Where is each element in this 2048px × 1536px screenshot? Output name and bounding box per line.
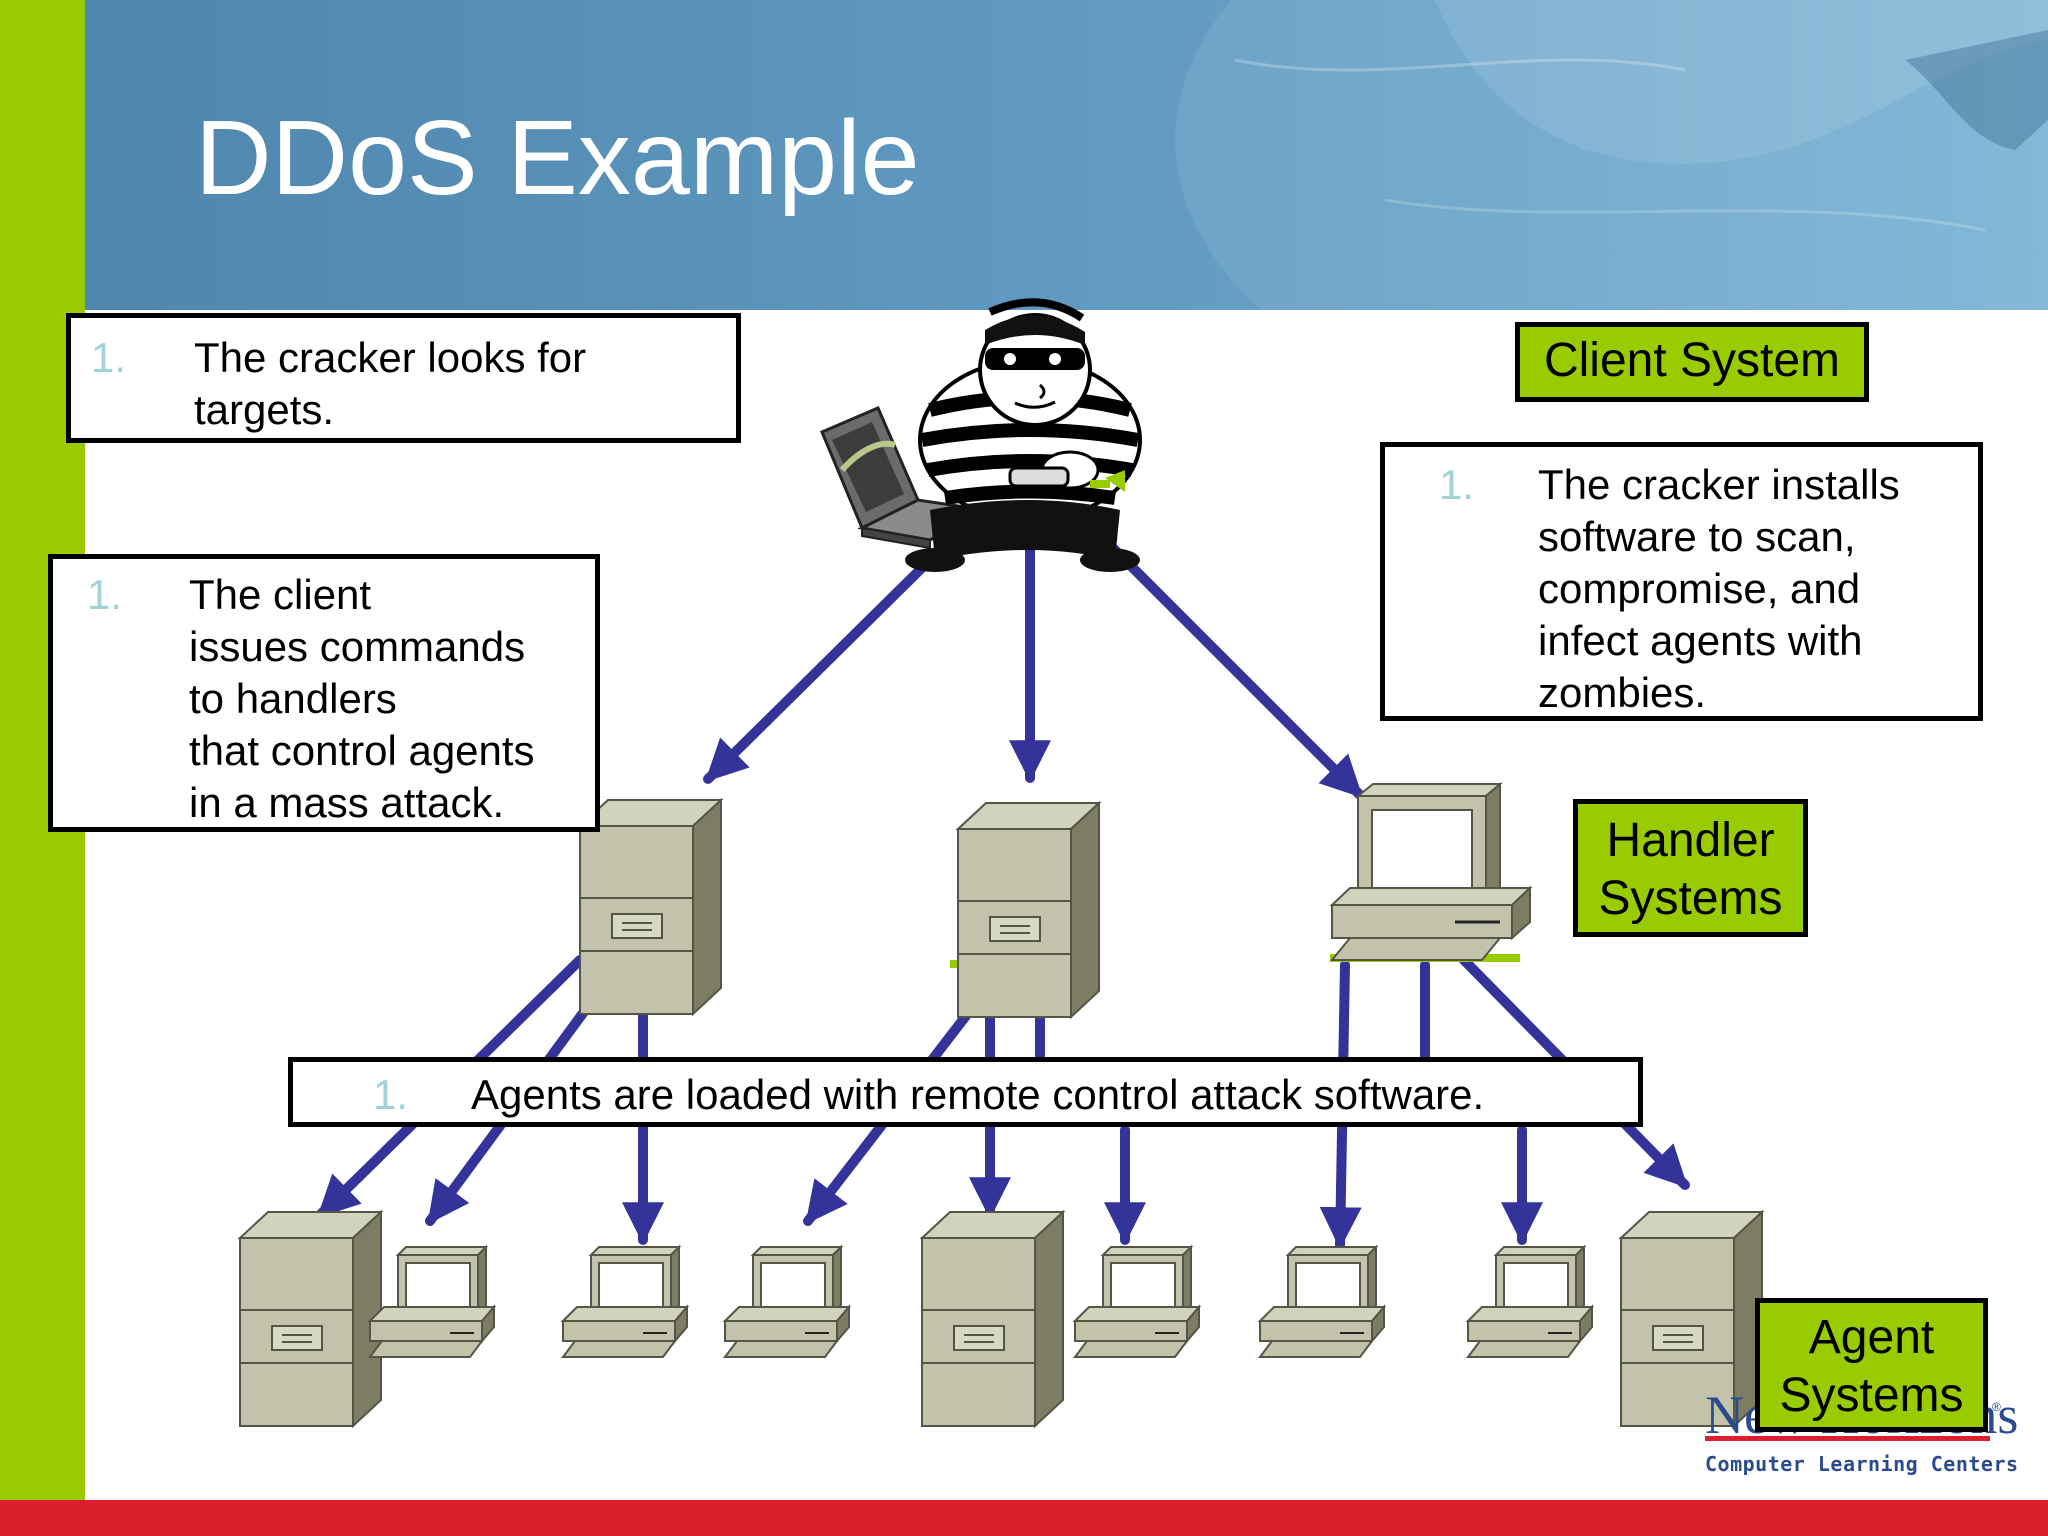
callout-line: infect agents with — [1538, 617, 1863, 664]
label-text: Agent — [1808, 1311, 1935, 1364]
label-text: Systems — [1598, 872, 1783, 925]
label-text: Systems — [1779, 1369, 1964, 1422]
label-agent-systems: Agent Systems — [1755, 1298, 1988, 1432]
agent-server-1 — [239, 1211, 382, 1427]
callout-line: software to scan, — [1538, 513, 1856, 560]
agent-pc-3 — [724, 1246, 850, 1358]
slide-title: DDoS Example — [195, 99, 920, 217]
callout-line: zombies. — [1538, 669, 1707, 716]
callout-line: targets. — [194, 386, 335, 433]
callout-line: to handlers — [189, 675, 397, 722]
handler-server-2 — [957, 802, 1100, 1018]
agent-pc-5 — [1259, 1246, 1385, 1358]
callout-line: issues commands — [189, 623, 526, 670]
agent-pc-2 — [562, 1246, 688, 1358]
callout-client-commands: 1. The client issues commands to handler… — [48, 554, 600, 832]
label-client-system: Client System — [1515, 322, 1869, 402]
list-number: 1. — [91, 334, 127, 381]
agent-pc-1 — [369, 1246, 495, 1358]
handler-server-1 — [579, 799, 722, 1015]
handler-workstation — [1329, 781, 1533, 961]
logo-registered-mark: ® — [1992, 1400, 2001, 1414]
callout-cracker-targets: 1. The cracker looks for targets. — [66, 313, 741, 443]
callout-line: The cracker installs — [1538, 461, 1900, 508]
callout-line: The cracker looks for — [194, 334, 587, 381]
callout-line: in a mass attack. — [189, 779, 505, 826]
list-number: 1. — [1439, 461, 1475, 508]
agent-server-2 — [921, 1211, 1064, 1427]
arrows-to-handlers — [703, 525, 1365, 800]
cracker-illustration — [820, 298, 1142, 572]
label-handler-systems: Handler Systems — [1573, 799, 1808, 937]
callout-cracker-installs: 1. The cracker installs software to scan… — [1380, 442, 1983, 721]
agent-pc-6 — [1467, 1246, 1593, 1358]
bottom-accent-bar — [0, 1500, 2048, 1536]
logo-tagline: Computer Learning Centers — [1705, 1452, 2019, 1476]
label-text: Client System — [1543, 334, 1841, 387]
callout-line: that control agents — [189, 727, 535, 774]
header-banner — [85, 0, 2048, 310]
callout-line: The client — [189, 571, 372, 618]
logo-underline — [1705, 1436, 1990, 1441]
list-number: 1. — [373, 1071, 409, 1118]
callout-line: compromise, and — [1538, 565, 1861, 612]
callout-agents-loaded: 1. Agents are loaded with remote control… — [288, 1057, 1643, 1127]
agent-pc-4 — [1074, 1246, 1200, 1358]
header-globe-pattern — [1175, 0, 2048, 310]
list-number: 1. — [87, 571, 123, 618]
callout-line: Agents are loaded with remote control at… — [471, 1071, 1485, 1118]
label-text: Handler — [1606, 814, 1775, 867]
